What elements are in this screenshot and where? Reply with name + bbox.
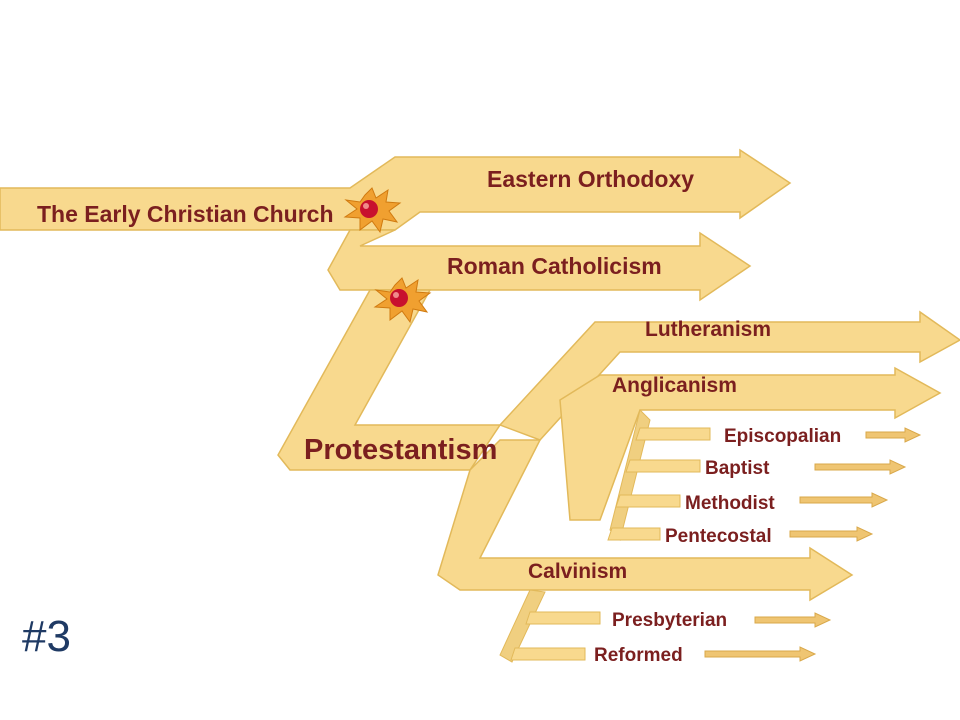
calvinism-band xyxy=(437,439,854,602)
label-eastern-orthodoxy: Eastern Orthodoxy xyxy=(487,166,694,192)
label-pentecostal: Pentecostal xyxy=(665,526,772,547)
episcopalian-arm xyxy=(635,427,711,441)
label-protestantism: Protestantism xyxy=(304,434,497,466)
label-calvinism: Calvinism xyxy=(528,560,627,583)
label-episcopalian: Episcopalian xyxy=(724,426,841,447)
roman-catholicism-band xyxy=(327,229,752,302)
reformed-arrow xyxy=(704,646,817,662)
pentecostal-arm xyxy=(607,527,661,541)
label-baptist: Baptist xyxy=(705,458,770,479)
label-presbyterian: Presbyterian xyxy=(612,610,727,631)
thin-arrows xyxy=(704,427,922,662)
methodist-arrow xyxy=(799,492,889,508)
anglicanism-band xyxy=(559,366,942,521)
split-marker-reformation xyxy=(373,277,432,324)
label-early-church: The Early Christian Church xyxy=(37,201,334,227)
baptist-arm xyxy=(625,459,701,473)
red-ball-icon xyxy=(360,200,378,218)
split-marker-great-schism xyxy=(343,187,402,234)
methodist-arm xyxy=(615,494,681,508)
label-reformed: Reformed xyxy=(594,645,683,666)
calvinism-sub-spine xyxy=(499,589,546,663)
baptist-arrow xyxy=(814,459,907,475)
early-church-band xyxy=(0,148,792,231)
label-roman-catholicism: Roman Catholicism xyxy=(447,253,662,279)
slide-number: #3 xyxy=(22,612,71,661)
episcopalian-arrow xyxy=(865,427,922,443)
label-lutheranism: Lutheranism xyxy=(645,318,771,341)
red-ball-icon xyxy=(390,289,408,307)
presbyterian-arrow xyxy=(754,612,832,628)
presbyterian-arm xyxy=(525,611,601,625)
label-anglicanism: Anglicanism xyxy=(612,374,737,397)
pentecostal-arrow xyxy=(789,526,874,542)
reformed-arm xyxy=(510,647,586,661)
label-methodist: Methodist xyxy=(685,493,775,514)
